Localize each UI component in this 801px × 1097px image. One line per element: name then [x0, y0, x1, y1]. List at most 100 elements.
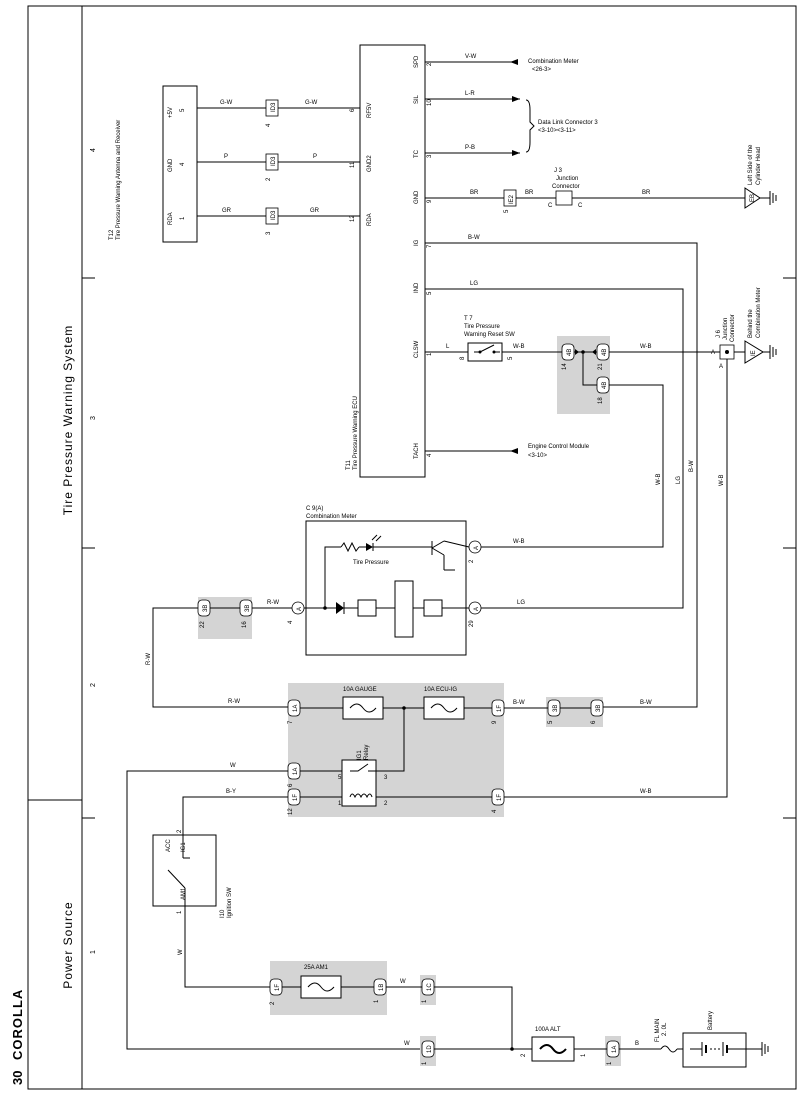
connector-label: ID3: [271, 102, 277, 112]
connector-label: 3B: [245, 605, 251, 612]
svg-text:9: 9: [427, 199, 433, 203]
connector-label: 4B: [602, 382, 608, 389]
wire-label: GR: [310, 208, 320, 214]
fl-main-label: FL MAIN: [655, 1019, 661, 1042]
grid-number-3: 3: [90, 416, 97, 420]
ig1-relay-label: Relay: [364, 745, 370, 760]
junction-block-1a: [288, 683, 504, 817]
pin-letter: C: [548, 203, 553, 209]
wire-label: G-W: [305, 100, 318, 106]
battery-cells-icon: [690, 1042, 769, 1056]
wire-label: W-B: [640, 344, 652, 350]
pin-number: 5: [504, 209, 510, 213]
pin-number: 5: [548, 720, 554, 724]
pin-number: 1: [422, 999, 428, 1003]
t7-name: Warning Reset SW: [464, 332, 515, 338]
svg-text:CLSW: CLSW: [414, 340, 420, 358]
j6-id: J 6: [716, 329, 722, 338]
dest-ecm: Engine Control Module: [528, 444, 590, 450]
connector-label: 1F: [497, 794, 503, 801]
grid-number-2: 2: [90, 683, 97, 687]
c9-id: C 9(A): [306, 506, 323, 512]
svg-text:12: 12: [350, 215, 356, 222]
pin-number: 6: [591, 720, 597, 724]
pin-letter: A: [719, 364, 723, 370]
pin-number: 29: [469, 620, 475, 627]
wire-label: BR: [525, 190, 534, 196]
fl-main-label: 2. 0L: [662, 1022, 668, 1036]
t12-pin-number: 4: [180, 162, 186, 166]
wire-label: P: [224, 154, 228, 160]
pin-number: 4: [288, 620, 294, 624]
pin-number: 5: [508, 356, 514, 360]
j3-junction-connector: [555, 190, 573, 206]
connector-label: 1B: [379, 984, 385, 991]
wire-label: W: [230, 763, 236, 769]
pin-number: 18: [598, 397, 604, 404]
connector-label: 3B: [203, 605, 209, 612]
svg-text:2: 2: [427, 62, 433, 66]
pin-number: 3: [384, 775, 388, 781]
i10-name: Ignition SW: [227, 887, 233, 918]
wire-label: W-B: [513, 539, 525, 545]
t7-id: T 7: [464, 316, 473, 322]
connector-label: ID3: [271, 156, 277, 166]
svg-text:IND: IND: [414, 282, 420, 293]
pin-number: 8: [460, 356, 466, 360]
svg-text:11: 11: [350, 161, 356, 168]
pin-number: 1: [581, 1053, 587, 1057]
svg-text:SPD: SPD: [414, 55, 420, 68]
connector-label: 1D: [427, 1045, 433, 1053]
fl-main-fusible-link: [660, 1045, 678, 1053]
wire-label: B: [635, 1041, 639, 1047]
svg-text:5: 5: [427, 291, 433, 295]
meter-internal-circuit: [304, 534, 470, 638]
c9-name: Combination Meter: [306, 514, 357, 520]
t12-pin-label: +5V: [168, 107, 174, 118]
j3-id: J 3: [554, 168, 563, 174]
wire-label: LG: [470, 281, 478, 287]
t12-antenna-receiver: [162, 85, 198, 243]
i10-id: I10: [220, 909, 226, 918]
wire-label: LG: [517, 600, 525, 606]
pin-number: 9: [492, 720, 498, 724]
pin-letter: C: [578, 203, 583, 209]
t7-name: Tire Pressure: [464, 324, 500, 330]
pin-letter: A: [711, 350, 715, 356]
t12-name: Tire Pressure Warning Antenna and Receiv…: [116, 120, 122, 240]
wire-label: G-W: [220, 100, 233, 106]
pin-number: 5: [338, 775, 342, 781]
svg-text:1: 1: [427, 352, 433, 356]
connector-ie2: [503, 189, 517, 207]
pin-number: 14: [562, 363, 568, 370]
ig1-relay-label: IG1: [357, 750, 363, 760]
pin-number: 4: [266, 123, 272, 127]
connector-label: 1F: [497, 705, 503, 712]
connector-label: 4B: [602, 349, 608, 356]
switch-label: AM1: [181, 887, 187, 900]
c9-combination-meter: [305, 520, 467, 656]
pin-number: 1: [177, 910, 183, 914]
pin-number: 2: [177, 829, 183, 833]
dest-ref: <3-10><3-11>: [538, 128, 576, 134]
tire-pressure-lamp-label: Tire Pressure: [353, 560, 389, 566]
connector-label: 4B: [567, 349, 573, 356]
wire-label: B-W: [513, 700, 525, 706]
arrow-in-icon: [510, 59, 518, 65]
pin-number: 2: [521, 1053, 527, 1057]
svg-text:3: 3: [427, 154, 433, 158]
wire-label: B-W: [468, 235, 480, 241]
wire-label: W-B: [656, 473, 662, 485]
grid-number-4: 4: [90, 148, 97, 152]
wire-label: W: [178, 949, 184, 955]
svg-text:6: 6: [350, 108, 356, 112]
pin-number: 1: [338, 801, 342, 807]
j3-name: Junction: [556, 176, 578, 182]
pin-number: 22: [200, 621, 206, 628]
pin-number: 2: [384, 801, 388, 807]
fuse-ecu-ig-label: 10A ECU-IG: [424, 687, 457, 693]
connector-label: 3B: [596, 705, 602, 712]
connector-label: 1C: [427, 983, 433, 991]
